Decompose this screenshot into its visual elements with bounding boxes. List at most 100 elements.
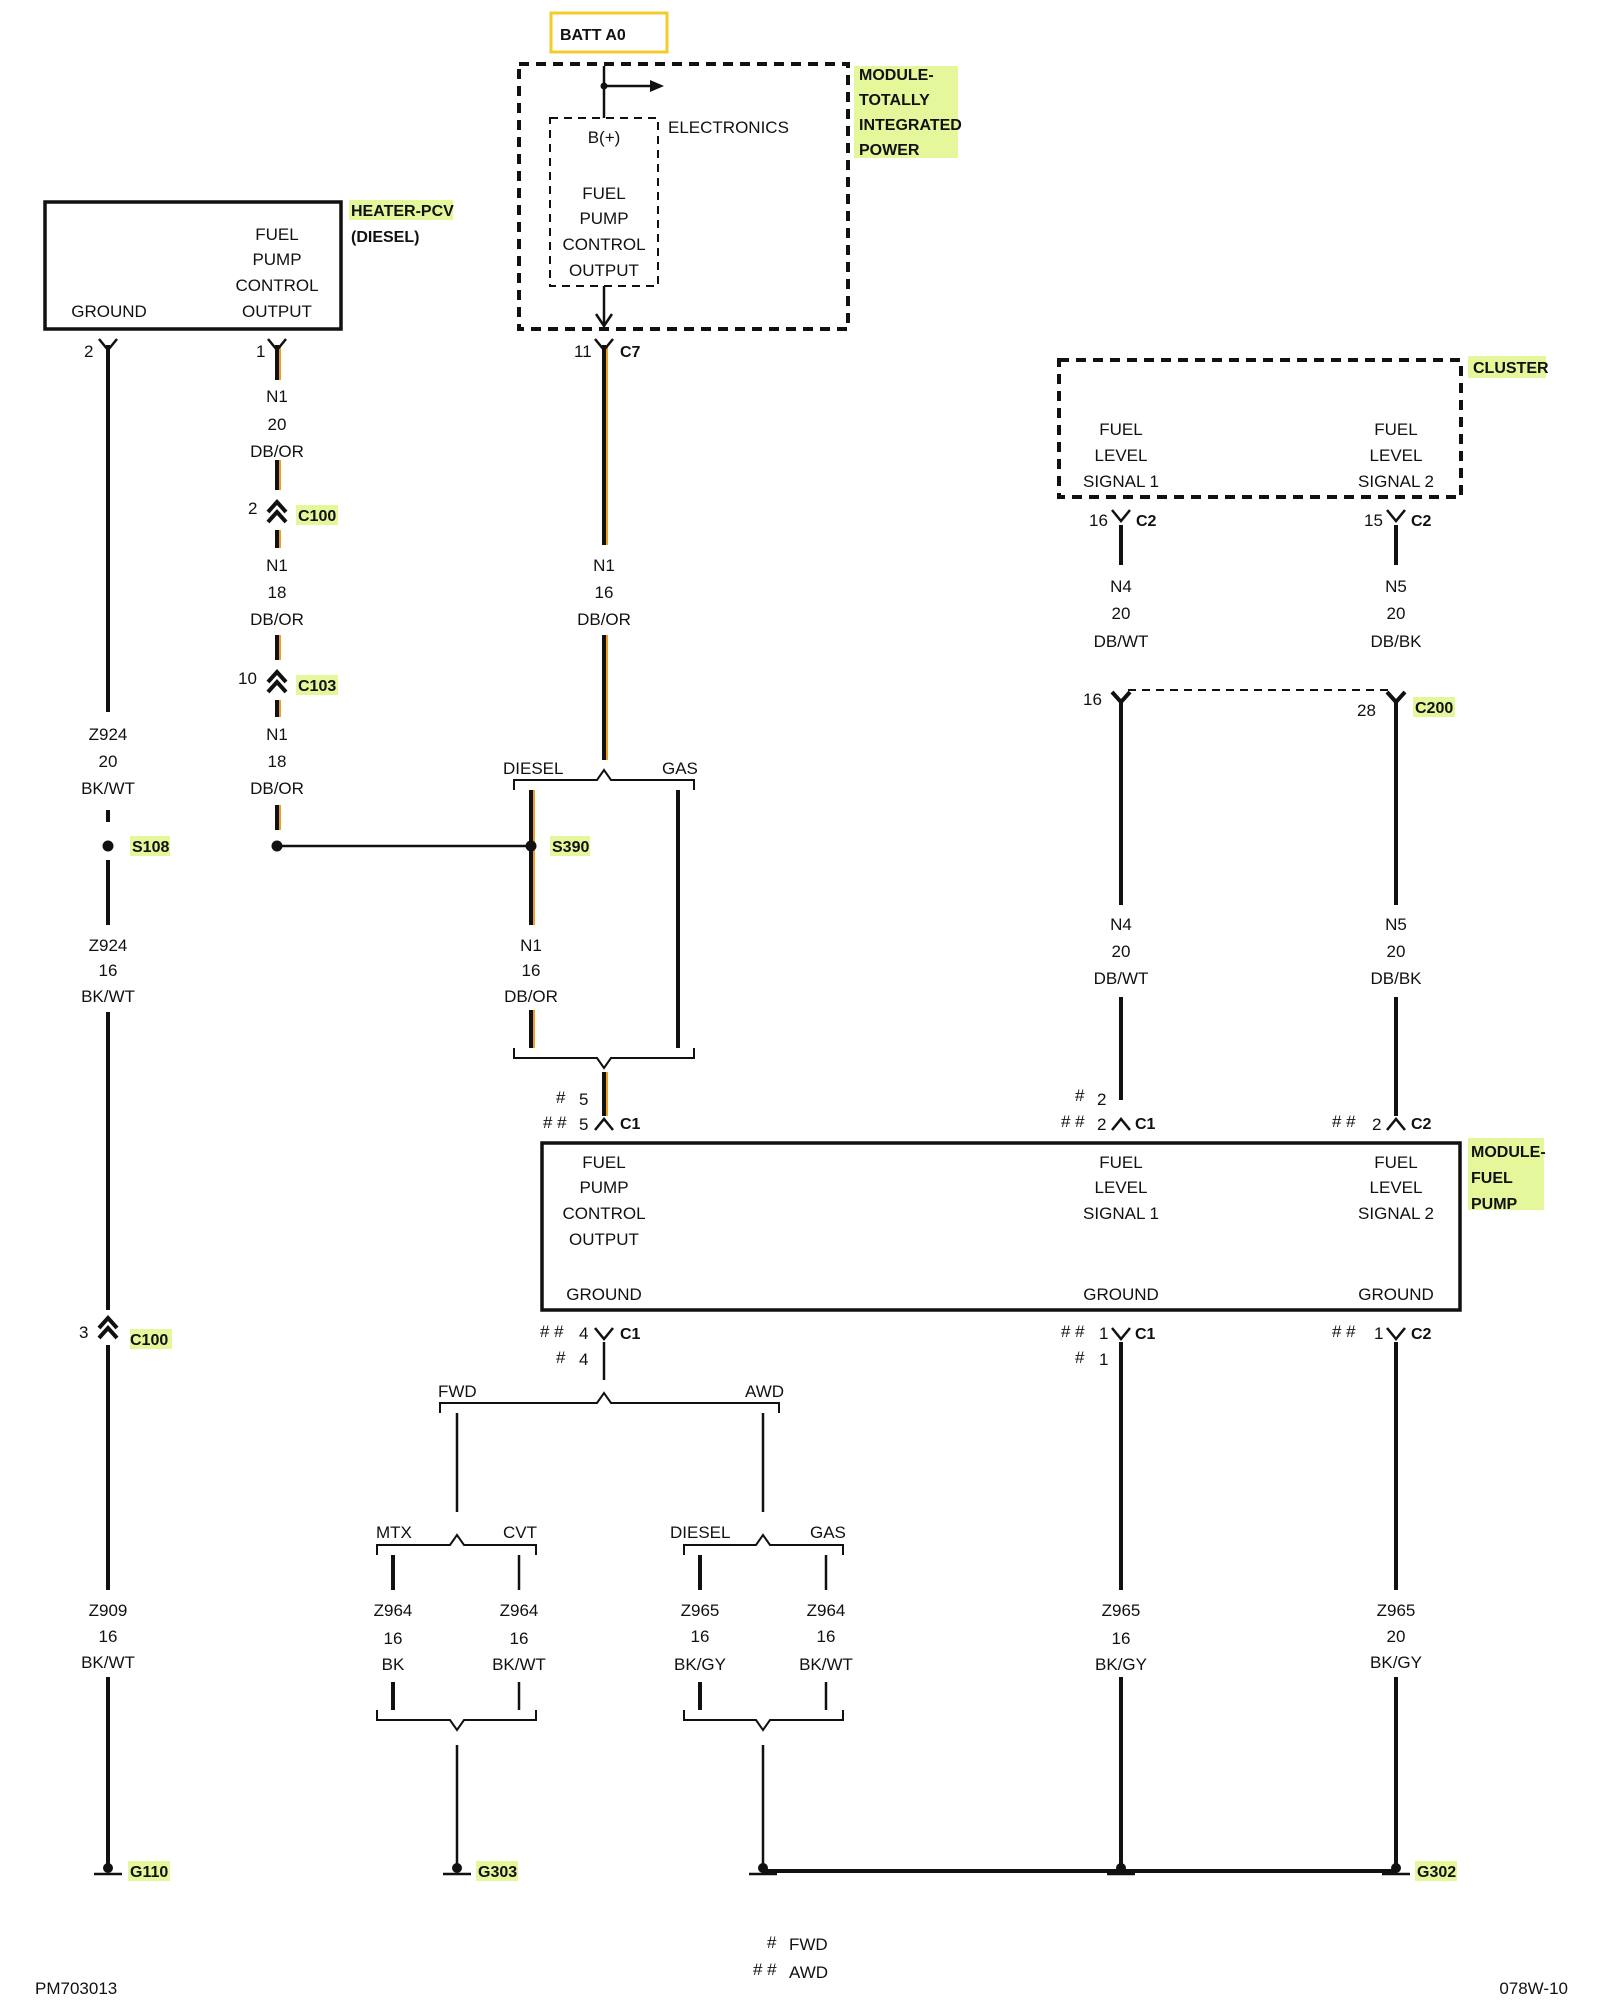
cluster-sig1-3: SIGNAL 1 <box>1083 472 1159 491</box>
label-z924-16: Z924 16 BK/WT <box>81 936 135 1006</box>
branch-gas: GAS <box>662 759 698 778</box>
legend-fwd: FWD <box>789 1935 828 1954</box>
wire-label-n4-b-color: DB/WT <box>1094 969 1149 988</box>
cluster-sig2-3: SIGNAL 2 <box>1358 472 1434 491</box>
mark-fp-sig1-a: # <box>1075 1086 1085 1105</box>
connector-symbol-pcv-out <box>267 338 287 352</box>
conn-c1-out: C1 <box>620 1116 641 1133</box>
tipm-out-2: PUMP <box>579 209 628 228</box>
label-z965-gy: Z965 16 BK/GY <box>674 1601 726 1674</box>
splice-s108 <box>102 840 114 852</box>
cluster-sig1-2: LEVEL <box>1095 446 1148 465</box>
label-n1-18a: N1 18 DB/OR <box>250 556 304 629</box>
pcv-out-2: PUMP <box>252 250 301 269</box>
wire-label-n5-a-code: N5 <box>1385 577 1407 596</box>
fp-name-3: PUMP <box>1471 1196 1518 1213</box>
pin-fp-gnd2: 1 <box>1374 1324 1383 1343</box>
wire-label-n1-16b-gauge: 16 <box>522 961 541 980</box>
wire-label-n4-b-code: N4 <box>1110 915 1132 934</box>
pin-fp-gnd-b: 4 <box>579 1350 588 1369</box>
mark-fp-out-a: # <box>556 1088 566 1107</box>
pin-fp-gnd1-a: 1 <box>1099 1324 1108 1343</box>
fp-sig2-1: FUEL <box>1374 1153 1417 1172</box>
branch-mtx: MTX <box>376 1523 412 1542</box>
pin-cl-sig2: 15 <box>1364 511 1383 530</box>
pin-c103-n1: 10 <box>238 669 257 688</box>
tipm-out-4: OUTPUT <box>569 261 639 280</box>
pin-fp-out-b: 5 <box>579 1115 588 1134</box>
fp-sig1-3: SIGNAL 1 <box>1083 1204 1159 1223</box>
splice-s108-label: S108 <box>132 839 169 856</box>
fp-out-2: PUMP <box>579 1178 628 1197</box>
branch-diesel: DIESEL <box>503 759 563 778</box>
wire-label-z965-gy-gauge: 16 <box>691 1627 710 1646</box>
wire-label-z964-wt2-color: BK/WT <box>799 1655 853 1674</box>
fp-ground-2: GROUND <box>1083 1285 1159 1304</box>
conn-c2-sig1: C2 <box>1136 513 1157 530</box>
wire-label-z965-16-color: BK/GY <box>1095 1655 1147 1674</box>
connector-symbol-fp-out <box>594 1117 614 1131</box>
wire-label-n1-20-gauge: 20 <box>268 415 287 434</box>
brace-diesel-gas-2 <box>683 1533 844 1555</box>
connector-symbol-fp-gnd2 <box>1386 1327 1406 1341</box>
wire-label-z909-color: BK/WT <box>81 1653 135 1672</box>
brace-mtx-cvt <box>376 1533 537 1555</box>
wire-label-n5-b-gauge: 20 <box>1387 942 1406 961</box>
wire-label-z924-16-code: Z924 <box>89 936 128 955</box>
conn-c1-gnd1: C1 <box>1135 1326 1156 1343</box>
g302-highlight <box>1415 1861 1457 1881</box>
batt-box <box>549 11 669 54</box>
tipm-out-1: FUEL <box>582 184 625 203</box>
brace-diesel-gas <box>513 768 695 790</box>
pcv-out-1: FUEL <box>255 225 298 244</box>
s390-highlight <box>550 836 590 856</box>
ground-symbol-g302 <box>1382 1863 1410 1876</box>
wire-label-z965-gy-color: BK/GY <box>674 1655 726 1674</box>
connector-symbol-fp-gnd1 <box>1111 1327 1131 1341</box>
legend-awd-mark: # # <box>753 1960 777 1979</box>
label-n1-18b: N1 18 DB/OR <box>250 725 304 798</box>
pcv-ground: GROUND <box>71 302 147 321</box>
label-z924-20: Z924 20 BK/WT <box>81 725 135 798</box>
wire-label-n5-b-color: DB/BK <box>1370 969 1422 988</box>
mark-fp-gnd-b: # <box>556 1348 566 1367</box>
wire-label-z924-20-gauge: 20 <box>99 752 118 771</box>
label-z964-bk: Z964 16 BK <box>374 1601 413 1674</box>
pin-c200-n4: 16 <box>1083 690 1102 709</box>
tipm-name-3: INTEGRATED <box>859 117 962 134</box>
mark-fp-gnd1-b: # <box>1075 1348 1085 1367</box>
fp-name-1: MODULE- <box>1471 1144 1546 1161</box>
splice-s390-label: S390 <box>552 839 589 856</box>
fuel-pump-module-box <box>540 1141 1462 1312</box>
conn-c1-sig1: C1 <box>1135 1116 1156 1133</box>
fp-sig1-1: FUEL <box>1099 1153 1142 1172</box>
tipm-module-box <box>517 62 850 331</box>
c100-bottom-highlight <box>130 1329 172 1349</box>
connector-symbol-tipm-out <box>594 338 614 352</box>
c100-top-highlight <box>296 505 338 525</box>
wire-label-n4-a-gauge: 20 <box>1112 604 1131 623</box>
pcv-module-box <box>43 200 343 331</box>
tipm-node <box>600 82 608 90</box>
tipm-out-3: CONTROL <box>562 235 645 254</box>
g110-highlight <box>128 1861 170 1881</box>
pin-fp-sig1-a: 2 <box>1097 1090 1106 1109</box>
wire-label-n1-18b-color: DB/OR <box>250 779 304 798</box>
wire-label-z909-gauge: 16 <box>99 1627 118 1646</box>
brace-fwd-awd <box>439 1391 780 1413</box>
c200-highlight <box>1413 697 1455 717</box>
connector-symbol-c200-n5 <box>1385 690 1407 705</box>
tipm-output-arrow <box>594 313 614 329</box>
wire-label-z924-20-color: BK/WT <box>81 779 135 798</box>
wire-label-z964-wt-color: BK/WT <box>492 1655 546 1674</box>
label-n1-16b: N1 16 DB/OR <box>504 936 558 1006</box>
wire-label-z964-wt2-code: Z964 <box>807 1601 846 1620</box>
pcv-out-4: OUTPUT <box>242 302 312 321</box>
connector-symbol-cl-sig2 <box>1386 509 1406 523</box>
conn-c103: C103 <box>298 678 336 695</box>
wire-label-n1-20-color: DB/OR <box>250 442 304 461</box>
label-n5-b: N5 20 DB/BK <box>1370 915 1422 988</box>
fp-sig2-3: SIGNAL 2 <box>1358 1204 1434 1223</box>
s108-highlight <box>130 836 170 856</box>
